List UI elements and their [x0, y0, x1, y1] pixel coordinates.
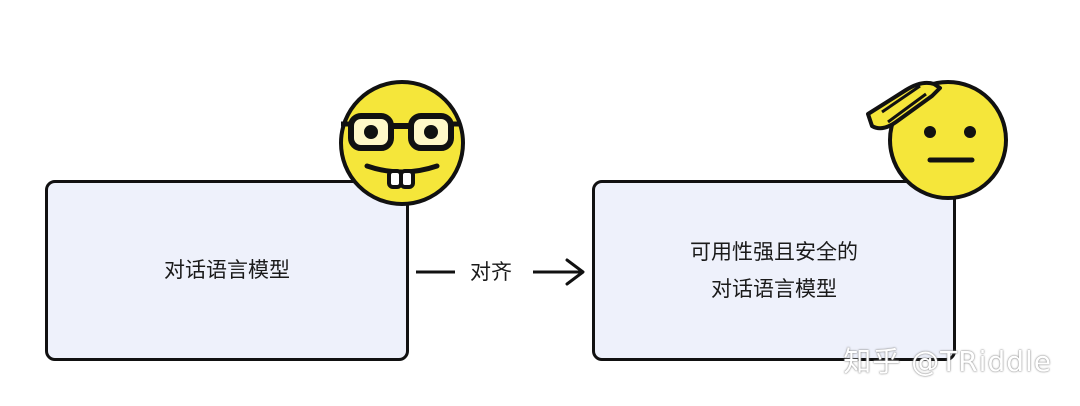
aligned-model-label-line2: 对话语言模型: [711, 276, 837, 301]
nerd-face-icon: [339, 80, 465, 206]
alignment-label: 对齐: [470, 260, 512, 284]
watermark: 知乎 @TRiddle: [843, 345, 1052, 378]
source-model-box: 对话语言模型: [45, 180, 409, 361]
aligned-model-box: 可用性强且安全的 对话语言模型: [592, 180, 956, 361]
saluting-face-icon: [866, 80, 1008, 200]
aligned-model-label-line1: 可用性强且安全的: [690, 239, 858, 264]
source-model-label: 对话语言模型: [164, 258, 290, 283]
arrow-head-icon: [565, 258, 585, 286]
